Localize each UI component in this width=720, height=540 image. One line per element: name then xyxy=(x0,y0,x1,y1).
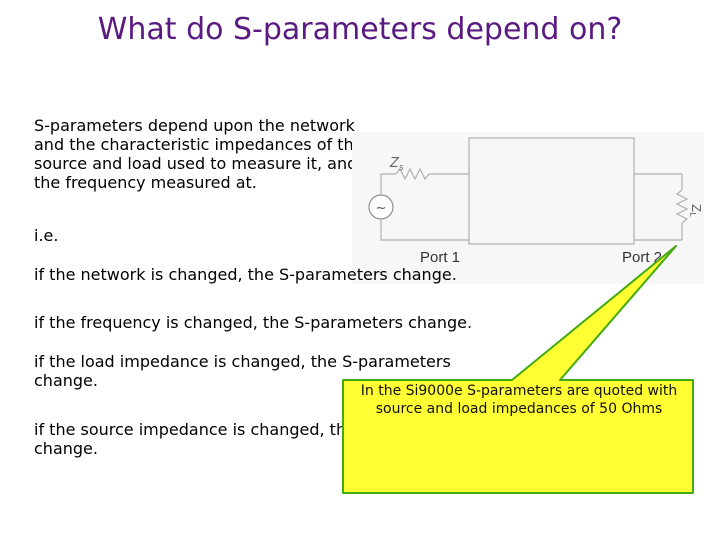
port2-label: Port 2 xyxy=(622,249,662,266)
ie-label: i.e. xyxy=(34,226,59,245)
intro-line: source and load used to measure it, and xyxy=(34,154,358,173)
bullet-source: if the source impedance is changed, the … xyxy=(34,420,470,458)
intro-paragraph: S-parameters depend upon the network and… xyxy=(34,116,364,192)
bullet-frequency: if the frequency is changed, the S-param… xyxy=(34,313,473,332)
zl-label: ZL xyxy=(688,204,703,217)
source-impedance-resistor xyxy=(395,167,430,181)
circuit-diagram: ~ Zs ZL Port 1 Port 2 xyxy=(352,132,704,284)
port1-label: Port 1 xyxy=(420,249,460,266)
network-box xyxy=(468,137,635,245)
bullet-network: if the network is changed, the S-paramet… xyxy=(34,265,457,284)
intro-line: the frequency measured at. xyxy=(34,173,257,192)
bullet-source-line: change. xyxy=(34,439,98,458)
intro-line: and the characteristic impedances of the xyxy=(34,135,364,154)
bullet-load-line: change. xyxy=(34,371,98,390)
callout-text: In the Si9000e S-parameters are quoted w… xyxy=(343,382,695,418)
intro-line: S-parameters depend upon the network xyxy=(34,116,355,135)
bullet-source-line: if the source impedance is changed, the … xyxy=(34,420,470,439)
callout-line: In the Si9000e S-parameters are quoted w… xyxy=(360,383,678,399)
bullet-load-line: if the load impedance is changed, the S-… xyxy=(34,352,451,371)
slide-title: What do S-parameters depend on? xyxy=(97,12,623,47)
load-impedance-resistor xyxy=(675,189,689,224)
zs-label: Zs xyxy=(389,156,404,173)
source-symbol: ~ xyxy=(376,201,387,216)
callout-line: source and load impedances of 50 Ohms xyxy=(375,401,663,417)
